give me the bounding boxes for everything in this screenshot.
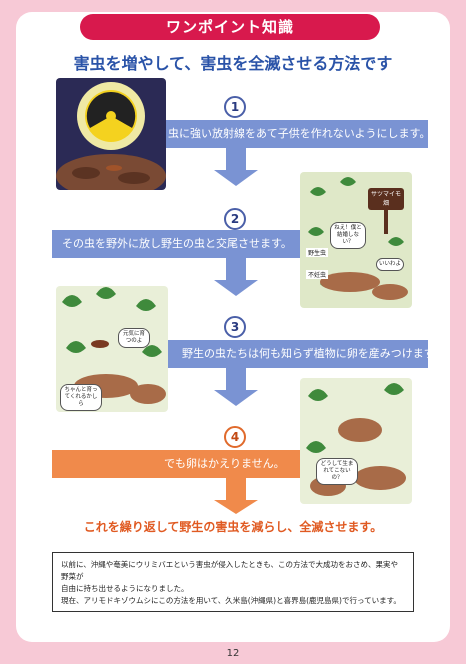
arrow-1-stem	[226, 148, 246, 172]
label-sterile-insect: 不妊虫	[306, 270, 329, 279]
header-title: ワンポイント知識	[80, 14, 380, 40]
step-number-4: 4	[224, 426, 246, 448]
step-number-1: 1	[224, 96, 246, 118]
arrow-4-stem	[226, 478, 246, 502]
arrow-3-stem	[226, 368, 246, 392]
speech-bubble-why: どうして生まれてこないの？	[316, 458, 358, 485]
arrow-1-head	[214, 170, 258, 186]
step-text-3: 野生の虫たちは何も知らず植物に卵を産みつけます。	[168, 340, 428, 368]
note-box: 以前に、沖縄や奄美にウリミバエという害虫が侵入したときも、この方法で大成功をおさ…	[52, 552, 414, 612]
arrow-2-stem	[226, 258, 246, 282]
egg-laying-scene	[62, 287, 166, 404]
step-number-2: 2	[224, 208, 246, 230]
speech-bubble-worry: ちゃんと育ってくれるかしら	[60, 384, 102, 411]
illustration-field: サツマイモ畑 ねえ！僕と結婚しない？ いいわよ 野生虫 不妊虫	[300, 172, 412, 308]
field-sign	[368, 188, 404, 210]
note-line-1: 以前に、沖縄や奄美にウリミバエという害虫が侵入したときも、この方法で大成功をおさ…	[61, 560, 399, 581]
arrow-2-head	[214, 280, 258, 296]
speech-bubble-grow: 元気に育つのよ	[118, 328, 150, 348]
no-hatch-scene	[306, 383, 406, 496]
field-sign-text: サツマイモ畑	[370, 191, 401, 207]
arrow-3-head	[214, 390, 258, 406]
page-number: 12	[226, 648, 240, 659]
note-line-2: 自由に持ち出せるようになりました。	[61, 584, 189, 593]
illustration-radiation	[56, 78, 166, 190]
radiation-scene	[56, 82, 166, 190]
field-scene	[308, 177, 408, 300]
speech-bubble-answer: いいわよ	[376, 258, 404, 271]
illustration-egg-laying: 元気に育つのよ ちゃんと育ってくれるかしら	[56, 286, 168, 412]
step-text-4: でも卵はかえりません。	[52, 450, 300, 478]
step-text-2: その虫を野外に放し野生の虫と交尾させます。	[52, 230, 300, 258]
illustration-no-hatch: どうして生まれてこないの？	[300, 378, 412, 504]
step-text-1: 虫に強い放射線をあて子供を作れないようにします。	[166, 120, 428, 148]
note-line-3: 現在、アリモドキゾウムシにこの方法を用いて、久米島(沖縄県)と喜界島(鹿児島県)…	[61, 596, 401, 605]
step-number-3: 3	[224, 316, 246, 338]
conclusion-text: これを繰り返して野生の害虫を減らし、全滅させます。	[83, 520, 383, 534]
weevil-icon	[91, 340, 109, 348]
weevil-icon	[106, 165, 122, 171]
arrow-4-head	[214, 500, 258, 514]
label-wild-insect: 野生虫	[306, 248, 329, 257]
speech-bubble-proposal: ねえ！僕と結婚しない？	[330, 222, 366, 249]
main-title: 害虫を増やして、害虫を全滅させる方法です	[73, 54, 393, 73]
